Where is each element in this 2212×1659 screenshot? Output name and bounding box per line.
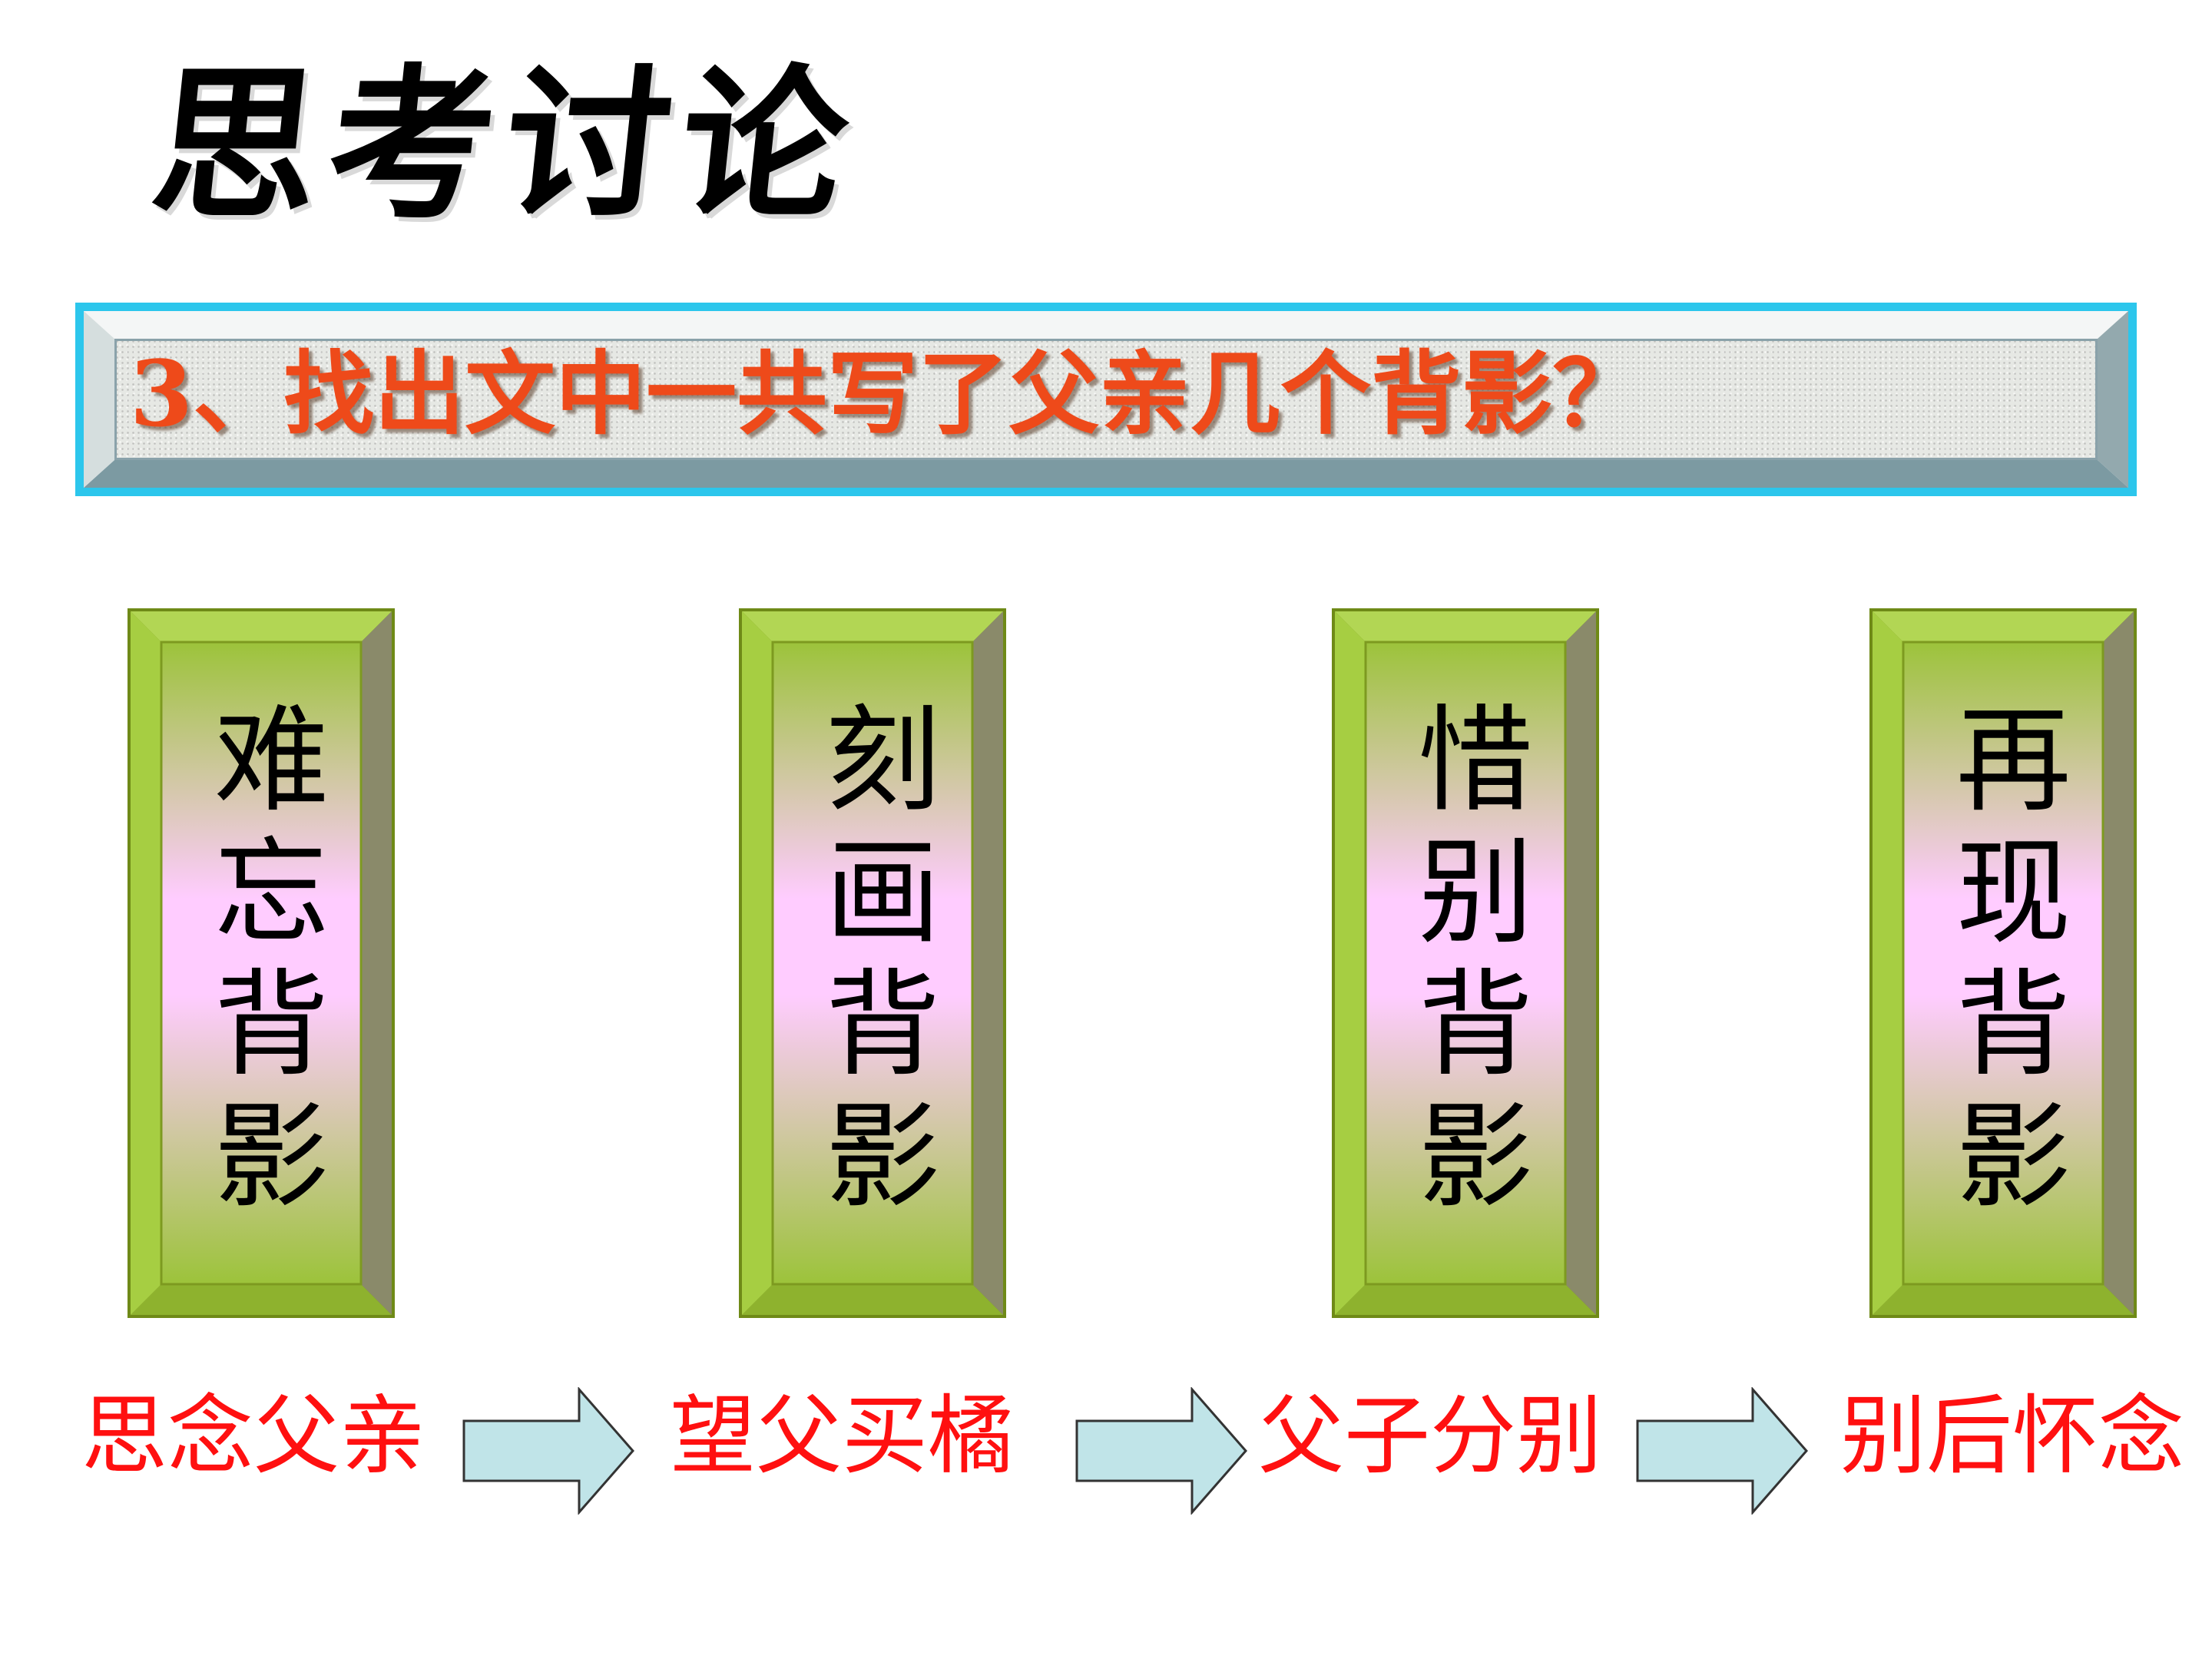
card-frame [1332, 608, 1599, 1318]
banner-bevel [84, 311, 2128, 488]
card-2: 刻画背影 [739, 608, 1006, 1318]
slide-title: 思考讨论 [143, 49, 868, 242]
card-title: 难忘背影 [194, 699, 328, 1227]
card-frame [739, 608, 1006, 1318]
label-3: 父子分别 [1258, 1386, 1602, 1486]
label-4: 别后怀念 [1840, 1386, 2184, 1486]
right-arrow-icon [1075, 1387, 1249, 1515]
card-title: 惜别背影 [1399, 699, 1532, 1227]
card-frame [1869, 608, 2137, 1318]
card-3: 惜别背影 [1332, 608, 1599, 1318]
card-title: 刻画背影 [806, 699, 939, 1227]
right-arrow-icon [462, 1387, 636, 1515]
banner-panel [114, 339, 2098, 460]
label-1: 思念父亲 [81, 1386, 426, 1486]
right-arrow-icon [1636, 1387, 1810, 1515]
question-banner: 3、找出文中一共写了父亲几个背影？ [75, 303, 2137, 496]
card-1: 难忘背影 [127, 608, 395, 1318]
card-4: 再现背影 [1869, 608, 2137, 1318]
card-title: 再现背影 [1936, 699, 2070, 1227]
question-text: 3、找出文中一共写了父亲几个背影？ [130, 340, 1644, 447]
label-2: 望父买橘 [670, 1386, 1014, 1486]
card-frame [127, 608, 395, 1318]
